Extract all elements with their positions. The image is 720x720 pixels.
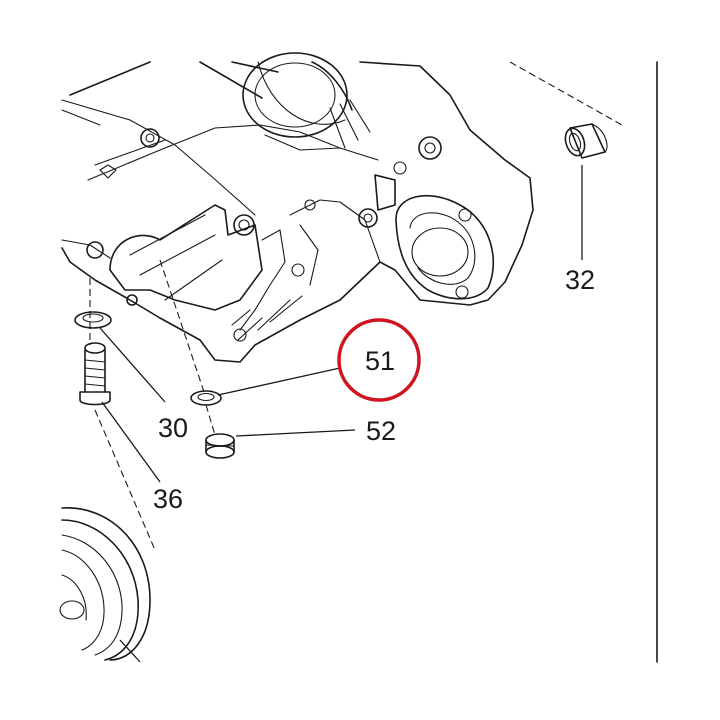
leader-52 (235, 429, 356, 437)
callout-32: 32 (565, 265, 595, 295)
axis-36 (94, 409, 156, 551)
callout-51: 51 (365, 346, 395, 376)
leader-51 (217, 367, 341, 396)
highlight-circle (337, 318, 421, 402)
part-30-washer (74, 311, 112, 329)
callout-52: 52 (366, 416, 396, 446)
part-32-bushing (564, 123, 608, 159)
callout-30: 30 (158, 413, 188, 443)
part-51-sealing-ring (190, 390, 222, 406)
pulley (59, 507, 151, 661)
part-52-screw-plug (205, 433, 235, 459)
crankcase-housing (61, 52, 534, 363)
part-36-drain-plug (79, 342, 111, 406)
leader-36 (101, 401, 161, 483)
axis-51 (159, 259, 206, 396)
leader-pulley (119, 639, 141, 663)
axis-32 (509, 61, 623, 126)
callout-36: 36 (153, 484, 183, 514)
axis-52 (205, 404, 216, 436)
leader-30 (99, 327, 166, 403)
